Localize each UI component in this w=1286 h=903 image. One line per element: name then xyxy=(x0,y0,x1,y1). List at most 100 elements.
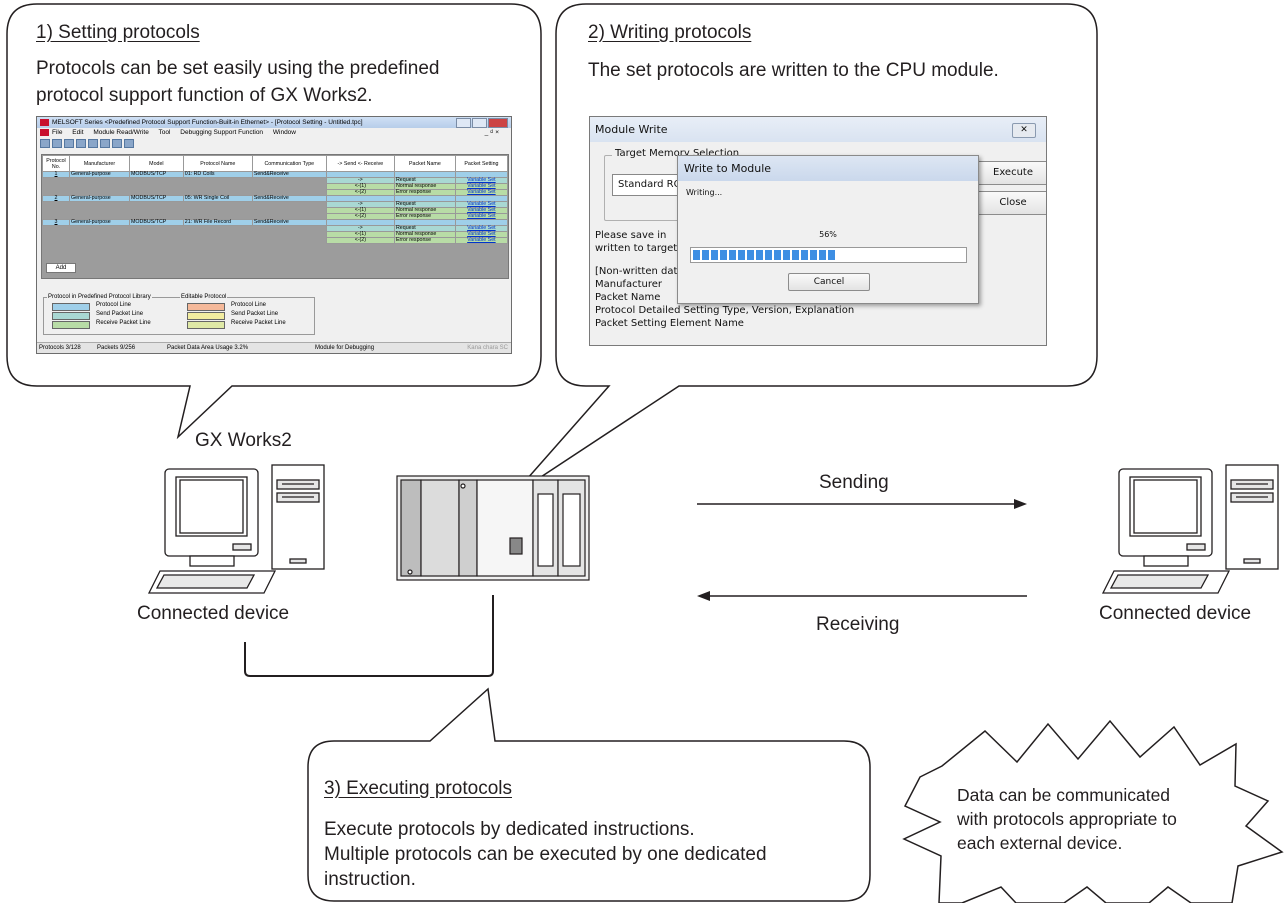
close-button[interactable]: Close xyxy=(976,191,1046,215)
legend-library-protocol-line-label: Protocol Line xyxy=(96,302,132,308)
cell-blank xyxy=(69,201,130,208)
status-usage: Packet Data Area Usage 3.2% xyxy=(167,345,249,351)
manufacturer-line: Manufacturer xyxy=(595,279,662,290)
protocol-grid: Protocol No. Manufacturer Model Protocol… xyxy=(41,154,509,279)
status-bar: Protocols 3/128 Packets 9/256 Packet Dat… xyxy=(37,342,511,353)
legend-editable-send-line-swatch xyxy=(187,312,225,320)
module-write-title: Module Write xyxy=(590,117,1046,142)
progress-segment xyxy=(720,250,727,260)
plc-cpu-module-icon xyxy=(396,475,590,581)
col-send-receive: -> Send <- Receive xyxy=(325,155,395,172)
app-icon xyxy=(40,119,49,126)
cell-blank xyxy=(42,183,70,190)
cell-blank xyxy=(129,237,184,244)
cell-blank xyxy=(69,231,130,238)
legend-editable-receive-line-swatch xyxy=(187,321,225,329)
legend-editable-protocol-line-label: Protocol Line xyxy=(231,302,267,308)
dialog-status: Writing... xyxy=(686,188,723,197)
cell-direction: <-(2) xyxy=(325,237,395,244)
cell-manufacturer: General-purpose xyxy=(69,195,130,202)
menu-file[interactable]: File xyxy=(52,129,63,136)
title-bar: MELSOFT Series <Predefined Protocol Supp… xyxy=(37,117,511,128)
col-protocol-no: Protocol No. xyxy=(42,155,70,172)
cell-blank xyxy=(69,237,130,244)
legend-library-send-line-swatch xyxy=(52,312,90,320)
maximize-button[interactable] xyxy=(472,118,487,128)
progress-segment xyxy=(729,250,736,260)
cell-blank xyxy=(42,237,70,244)
progress-bar xyxy=(690,247,967,263)
minimize-button[interactable] xyxy=(456,118,471,128)
cell-packet-setting[interactable]: Variable Set xyxy=(454,237,509,244)
menu-tool[interactable]: Tool xyxy=(158,129,171,136)
cell-blank xyxy=(42,189,70,196)
menu-debugging-support[interactable]: Debugging Support Function xyxy=(180,129,264,136)
bubble-2-body: The set protocols are written to the CPU… xyxy=(588,60,999,81)
cell-blank xyxy=(129,189,184,196)
status-protocols: Protocols 3/128 xyxy=(39,345,81,351)
cell-blank xyxy=(129,213,184,220)
cut-icon[interactable] xyxy=(100,138,110,148)
cell-blank xyxy=(129,201,184,208)
cell-blank xyxy=(69,183,130,190)
add-button[interactable]: Add xyxy=(46,263,76,273)
menu-bar: File Edit Module Read/Write Tool Debuggi… xyxy=(37,128,511,138)
doc-icon xyxy=(40,129,49,136)
execute-button[interactable]: Execute xyxy=(976,161,1046,185)
receiving-label: Receiving xyxy=(816,614,900,635)
progress-segment xyxy=(828,250,835,260)
cell-blank xyxy=(252,201,327,208)
cell-blank xyxy=(252,183,327,190)
write-icon[interactable] xyxy=(112,138,122,148)
legend-library-receive-line-label: Receive Packet Line xyxy=(96,320,151,326)
progress-segment xyxy=(747,250,754,260)
legend-library-receive-line-swatch xyxy=(52,321,90,329)
progress-segment xyxy=(774,250,781,260)
save-icon[interactable] xyxy=(64,138,74,148)
menu-module-read-write[interactable]: Module Read/Write xyxy=(93,129,149,136)
legend-editable-send-line-label: Send Packet Line xyxy=(231,311,279,317)
bubble-1-heading: 1) Setting protocols xyxy=(36,22,200,43)
cell-blank xyxy=(252,177,327,184)
col-packet-setting: Packet Setting xyxy=(454,155,509,172)
computer-right-icon xyxy=(1101,464,1279,594)
cell-blank xyxy=(252,231,327,238)
cell-blank xyxy=(252,213,327,220)
close-button[interactable] xyxy=(488,118,508,128)
cell-blank xyxy=(252,237,327,244)
read-icon[interactable] xyxy=(124,138,134,148)
module-write-close-icon[interactable]: ✕ xyxy=(1012,123,1036,138)
progress-segment xyxy=(801,250,808,260)
copy-icon[interactable] xyxy=(76,138,86,148)
new-icon[interactable] xyxy=(40,138,50,148)
cell-protocol-no: 2 xyxy=(42,195,70,202)
menu-edit[interactable]: Edit xyxy=(72,129,84,136)
cell-protocol-no: 3 xyxy=(42,219,70,226)
starburst-text: Data can be communicated with protocols … xyxy=(957,783,1177,855)
open-icon[interactable] xyxy=(52,138,62,148)
computer-left-icon xyxy=(147,464,325,594)
cell-blank xyxy=(252,207,327,214)
element-name-line: Packet Setting Element Name xyxy=(595,318,744,329)
cancel-button[interactable]: Cancel xyxy=(788,273,870,291)
bubble-3-body-line1: Execute protocols by dedicated instructi… xyxy=(324,819,695,840)
legend-library-title: Protocol in Predefined Protocol Library xyxy=(47,294,152,300)
paste-icon[interactable] xyxy=(88,138,98,148)
cell-blank xyxy=(252,225,327,232)
starburst-line2: with protocols appropriate to xyxy=(957,809,1177,829)
legend-library-send-line-label: Send Packet Line xyxy=(96,311,144,317)
cell-protocol-no: 1 xyxy=(42,171,70,178)
menu-window[interactable]: Window xyxy=(272,129,296,136)
cell-blank xyxy=(69,177,130,184)
doc-window-controls[interactable]: _ ₫ × xyxy=(484,129,499,136)
progress-segment xyxy=(702,250,709,260)
target-memory-label: Target Memory Selection xyxy=(612,148,743,159)
protocol-setting-window: MELSOFT Series <Predefined Protocol Supp… xyxy=(36,116,512,354)
